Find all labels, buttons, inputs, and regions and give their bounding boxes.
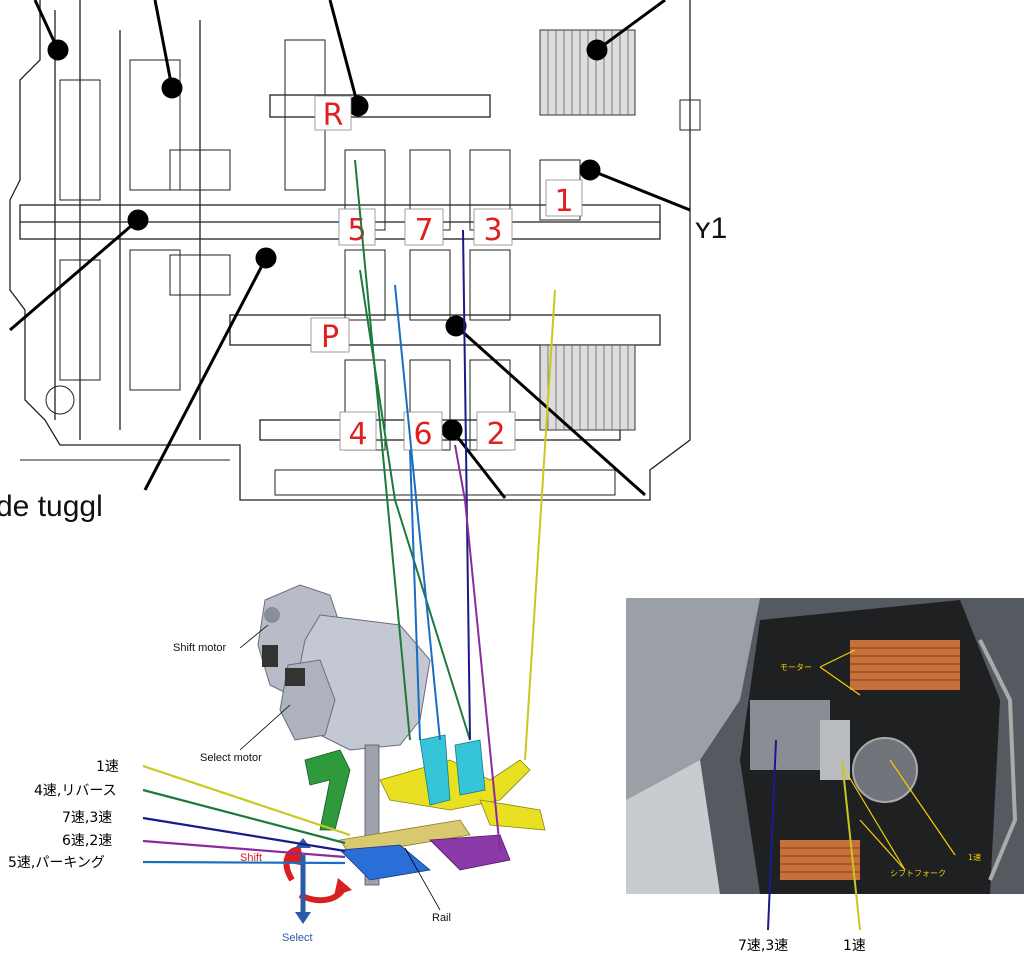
callout-dot — [441, 419, 463, 441]
link-line-green — [354, 159, 411, 741]
shift-motor-label: Shift motor — [173, 642, 227, 654]
gear-box-7: 7 — [404, 208, 444, 248]
legend-label-4: 6速,2速 — [62, 833, 112, 849]
svg-text:6: 6 — [413, 417, 432, 452]
svg-text:4: 4 — [348, 417, 367, 452]
gear-box-1: 1 — [545, 179, 583, 219]
fork-legend — [142, 764, 351, 865]
cropped-text-bottom: de tuggl — [0, 490, 103, 523]
fork-purple — [429, 834, 511, 871]
photo-label-motor: モーター — [780, 663, 812, 672]
photo-caption-left: 7速,3速 — [738, 938, 788, 954]
svg-text:1: 1 — [554, 184, 573, 219]
callout-dot — [161, 77, 183, 99]
fork-green — [304, 749, 351, 831]
photo-caption-right: 1速 — [843, 938, 866, 954]
callout-dot — [579, 159, 601, 181]
link-line-yellow — [524, 289, 556, 761]
gear-number-boxes: R 5 7 3 1 P 4 6 — [310, 95, 583, 452]
link-line-navy — [462, 229, 471, 741]
link-lines — [354, 159, 556, 851]
rail-label: Rail — [432, 912, 451, 924]
select-label: Select — [282, 932, 313, 944]
select-motor-label: Select motor — [200, 752, 262, 764]
fork-cyan-2 — [454, 739, 486, 796]
fork-blue — [339, 844, 431, 881]
callout-dot — [255, 247, 277, 269]
link-line-purple — [454, 444, 501, 851]
gear-box-r: R — [314, 95, 352, 133]
shift-actuator-assembly — [257, 584, 546, 924]
legend-label-5: 5速,パーキング — [8, 855, 105, 871]
svg-text:2: 2 — [486, 417, 505, 452]
callout-dot — [127, 209, 149, 231]
gear-box-2: 2 — [476, 411, 516, 452]
svg-text:7: 7 — [414, 213, 433, 248]
svg-text:P: P — [321, 320, 339, 355]
photo-label-first: 1速 — [968, 853, 981, 862]
cropped-text-right: ʏ1 — [695, 212, 727, 245]
svg-text:R: R — [323, 98, 344, 133]
link-line-green-2 — [359, 269, 471, 741]
cutaway-photo: モーター シフトフォーク 1速 — [626, 598, 1024, 931]
callout-dot — [347, 95, 369, 117]
link-line-blue-2 — [409, 449, 421, 741]
legend-label-3: 7速,3速 — [62, 810, 112, 826]
link-line-blue — [394, 284, 441, 741]
legend-label-2: 4速,リバース — [34, 783, 117, 799]
gear-box-3: 3 — [473, 208, 513, 248]
legend-label-1: 1速 — [96, 759, 119, 775]
callout-dot — [586, 39, 608, 61]
gear-box-p: P — [310, 317, 350, 355]
gear-box-5: 5 — [338, 208, 376, 248]
callout-dot — [47, 39, 69, 61]
gear-box-4: 4 — [339, 411, 377, 452]
shift-label: Shift — [240, 852, 262, 864]
fork-yellow — [379, 759, 531, 811]
fork-cyan — [419, 734, 451, 806]
photo-label-shift-fork: シフトフォーク — [890, 869, 946, 878]
callout-dot — [445, 315, 467, 337]
svg-text:3: 3 — [483, 213, 502, 248]
fork-yellow-2 — [479, 799, 546, 831]
callout-leaders — [9, 0, 691, 499]
